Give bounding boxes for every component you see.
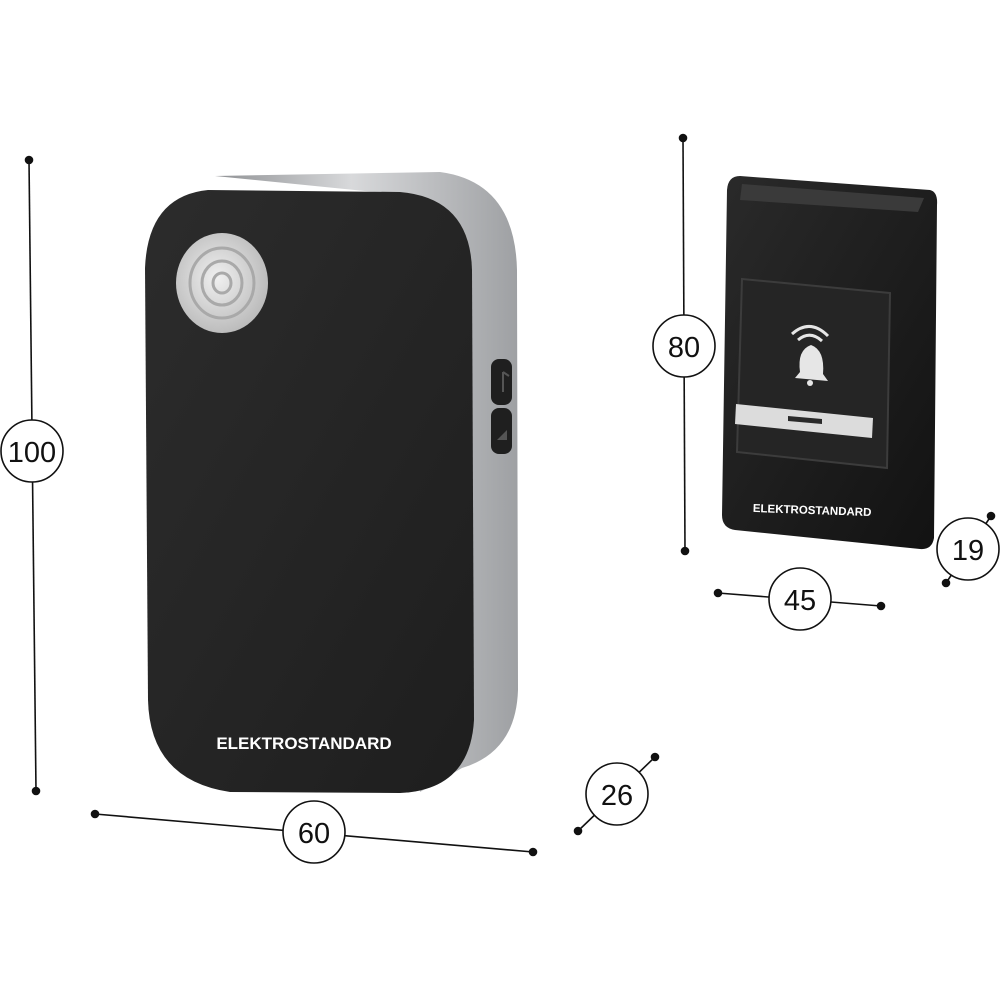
receiver-front-face (145, 190, 474, 793)
transmitter-brand-logo: ELEKTROSTANDARD (753, 503, 872, 519)
receiver-depth-text: 26 (601, 780, 633, 812)
transmitter-unit: ELEKTROSTANDARD (722, 176, 938, 550)
volume-up-button[interactable] (491, 359, 512, 405)
dimension-label-transmitter-width: 45 (768, 567, 832, 631)
bell-icon (791, 325, 830, 386)
volume-down-button[interactable] (491, 408, 512, 454)
doorbell-push-button[interactable] (735, 277, 892, 470)
dimension-label-transmitter-depth: 19 (936, 517, 1000, 581)
dimension-label-receiver-height: 100 (0, 419, 64, 483)
receiver-width-text: 60 (298, 818, 330, 850)
receiver-brand-logo: ELEKTROSTANDARD (216, 734, 391, 753)
receiver-unit: ELEKTROSTANDARD (145, 172, 518, 793)
transmitter-depth-text: 19 (952, 535, 984, 567)
receiver-height-text: 100 (8, 437, 56, 469)
dimension-label-receiver-depth: 26 (585, 762, 649, 826)
transmitter-width-text: 45 (784, 585, 816, 617)
dimension-label-receiver-width: 60 (282, 800, 346, 864)
dimension-label-transmitter-height: 80 (652, 314, 716, 378)
transmitter-top-bevel (740, 184, 924, 212)
note-icon (502, 371, 510, 392)
receiver-side-buttons[interactable] (491, 359, 512, 454)
indicator-led (788, 416, 822, 424)
volume-icon (497, 430, 507, 440)
speaker-grille-icon (176, 233, 268, 333)
transmitter-height-text: 80 (668, 332, 700, 364)
